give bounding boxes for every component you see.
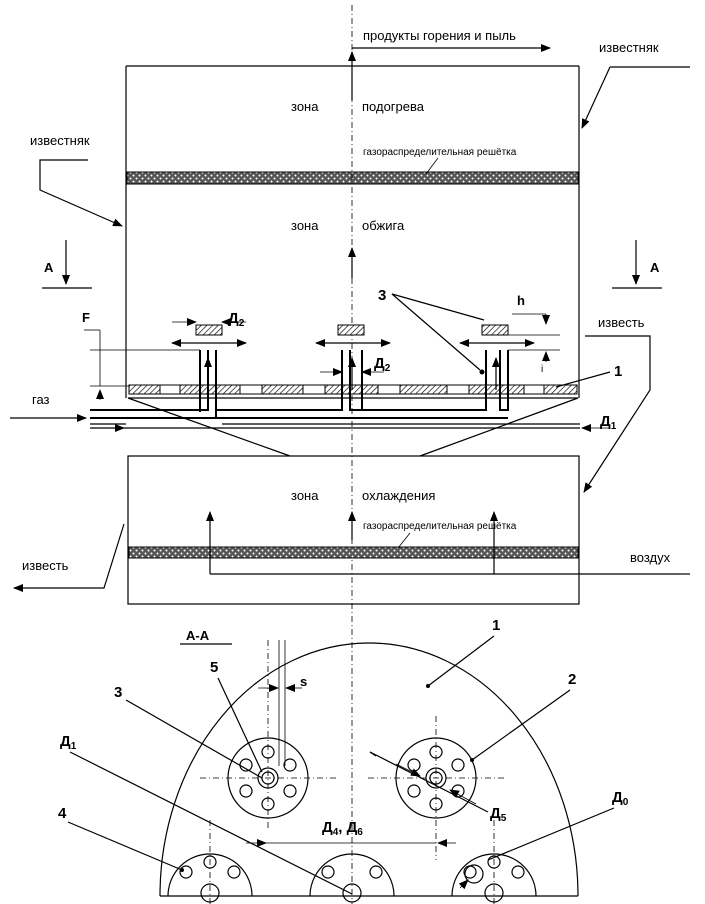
svg-text:А: А [44, 260, 54, 275]
d2-label-a: Д2 [228, 310, 245, 329]
zone-label-2: зона [291, 218, 319, 233]
num-3-top: 3 [378, 287, 386, 304]
zone-label-3: зона [291, 488, 319, 503]
section-aa-label: А-А [186, 628, 210, 643]
preheat-label: подогрева [362, 99, 425, 114]
num-3-plan: 3 [114, 684, 122, 701]
cooling-label: охлаждения [362, 488, 435, 503]
num-4: 4 [58, 805, 67, 822]
f-label: F [82, 310, 90, 325]
burning-label: обжига [362, 218, 405, 233]
gas-label: газ [32, 392, 50, 407]
lime-left-label: известь [22, 558, 69, 573]
d1-plan-label: Д1 [60, 733, 77, 752]
num-1-top: 1 [614, 363, 622, 380]
lower-gas-grid [129, 547, 578, 558]
burner-bottom-right [452, 820, 536, 904]
d4-d6-label: Д4, Д6 [322, 819, 363, 838]
limestone-right-label: известняк [599, 40, 659, 55]
burner-left [200, 640, 336, 830]
svg-text:А: А [650, 260, 660, 275]
d5-label: Д5 [490, 805, 507, 824]
lime-right-label: известь [598, 315, 645, 330]
d0-label: Д0 [612, 789, 629, 808]
d2-label-b: Д2 [374, 355, 391, 374]
d1-top-label: Д1 [600, 413, 617, 432]
distribution-plate [128, 385, 578, 456]
burner-right [368, 716, 504, 860]
h-label: h [517, 293, 525, 308]
zone-label-1: зона [291, 99, 319, 114]
num-1-plan: 1 [492, 617, 500, 634]
num-2: 2 [568, 671, 576, 688]
air-label: воздух [630, 550, 671, 565]
limestone-left-label: известняк [30, 133, 90, 148]
upper-chamber [126, 66, 579, 398]
upper-grid-label: газораспределительная решётка [363, 147, 517, 158]
i-label: i [541, 364, 543, 375]
s-label: s [300, 674, 307, 689]
num-5: 5 [210, 659, 218, 676]
burner-bottom-left [168, 820, 252, 904]
products-label: продукты горения и пыль [363, 28, 516, 43]
tuyere-caps [172, 322, 534, 390]
upper-gas-grid [127, 172, 578, 184]
section-marker-right: А [612, 240, 662, 288]
section-marker-left: А [42, 240, 92, 288]
